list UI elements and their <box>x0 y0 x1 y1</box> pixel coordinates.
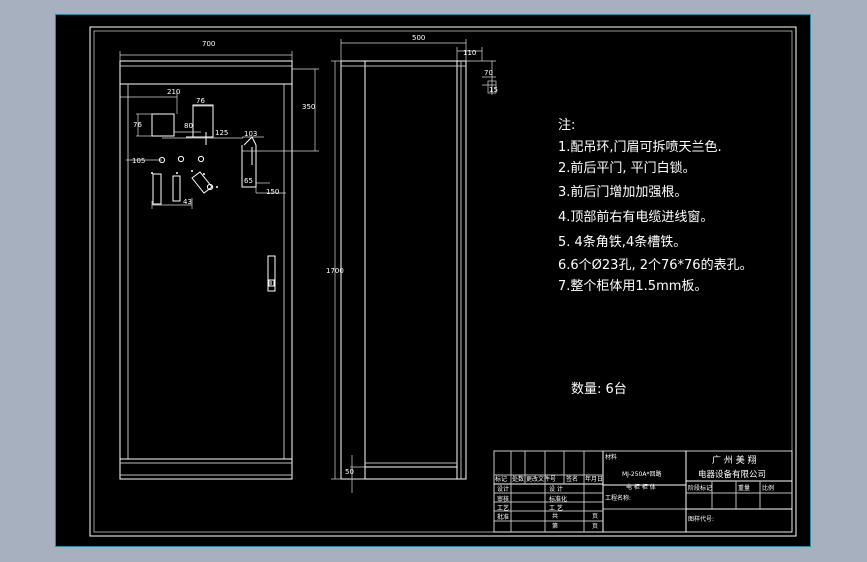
dim-bracket-width: 103 <box>244 130 257 138</box>
title-block: 材料 MJ-250A*回路 电 柜 柜 体 广 州 美 翔 电器设备有限公司 标… <box>493 450 793 533</box>
tb-col-right-0: 阶段标记 <box>688 484 712 492</box>
tb-role2-0: 设 计 <box>549 485 563 493</box>
dim-side-depth: 500 <box>412 34 425 42</box>
tb-product-code: MJ-250A*回路 <box>622 470 661 478</box>
dim-hole-spacing: 80 <box>184 122 193 130</box>
tb-approval: 工程名称: <box>605 494 631 502</box>
tb-row-label-4: 年月日 <box>585 475 603 483</box>
note-4: 4.顶部前右有电缆进线窗。 <box>558 209 713 225</box>
note-6: 6.6个Ø23孔, 2个76*76的表孔。 <box>558 257 753 273</box>
tb-pages-d: 页 <box>592 523 598 530</box>
note-7: 7.整个柜体用1.5mm板。 <box>558 279 707 294</box>
tb-role-1: 审核 <box>497 495 509 503</box>
dim-base-spacing: 43 <box>183 198 192 206</box>
notes-heading: 注: <box>558 118 575 133</box>
tb-material-label: 材料 <box>605 453 617 461</box>
note-2: 2.前后平门, 平门白锁。 <box>558 160 696 176</box>
front-view: 700 210 76 76 80 125 103 105 350 65 150 … <box>119 40 319 480</box>
tb-role-3: 批准 <box>497 513 509 521</box>
tb-role2-1: 标准化 <box>549 495 567 503</box>
tb-role-0: 设计 <box>497 485 509 493</box>
dim-side-inset: 110 <box>463 49 476 57</box>
tb-role-2: 工艺 <box>497 504 509 512</box>
notes-block: 注: 1.配吊环,门眉可拆喷天兰色. 2.前后平门, 平门白锁。 3.前后门增加… <box>558 118 753 397</box>
tb-col-right-1: 重量 <box>738 484 750 492</box>
door-lock <box>267 255 276 292</box>
tb-pages-a: 共 <box>552 512 558 520</box>
side-outline <box>340 60 467 480</box>
dim-meter-hole-side: 76 <box>133 121 142 129</box>
tb-role2-2: 工 艺 <box>549 504 563 512</box>
note-3: 3.前后门增加加强根。 <box>558 184 687 200</box>
dim-meter-hole: 76 <box>196 97 205 105</box>
inner-frame <box>93 30 793 533</box>
tb-pages-b: 页 <box>592 513 598 520</box>
tb-company-line2: 电器设备有限公司 <box>698 469 766 480</box>
cad-viewport[interactable]: 700 210 76 76 80 125 103 105 350 65 150 … <box>55 14 811 547</box>
meter-hole-left <box>151 113 175 137</box>
note-5: 5. 4条角铁,4条槽铁。 <box>558 234 686 250</box>
dim-bracket-offset: 150 <box>266 188 279 196</box>
tb-pages-c: 第 <box>552 522 558 530</box>
dim-hole-left: 105 <box>132 157 145 165</box>
front-outline <box>119 60 293 480</box>
tb-row-label-2: 更改文件号 <box>526 475 556 483</box>
tb-drawing-no: 图样代号: <box>688 515 714 523</box>
outer-frame <box>89 26 797 537</box>
note-1: 1.配吊环,门眉可拆喷天兰色. <box>558 139 722 155</box>
dim-hole-depth: 350 <box>302 103 315 111</box>
tb-company-line1: 广 州 美 翔 <box>712 454 757 466</box>
tb-product-name: 电 柜 柜 体 <box>626 483 656 491</box>
dim-top-offset: 210 <box>167 88 180 96</box>
dim-base-height: 50 <box>345 468 354 476</box>
tb-row-label-1: 处数 <box>512 475 524 483</box>
dim-bracket-height: 65 <box>244 177 253 185</box>
dim-hole-group: 125 <box>215 129 228 137</box>
dim-side-top-b: 15 <box>489 86 498 94</box>
tb-row-label-3: 签名 <box>566 475 578 483</box>
tb-col-right-2: 比例 <box>762 484 774 492</box>
cad-drawing: 700 210 76 76 80 125 103 105 350 65 150 … <box>89 26 797 537</box>
quantity-note: 数量: 6台 <box>571 382 627 397</box>
side-view: 500 110 70 15 1700 50 <box>326 34 498 493</box>
dim-cabinet-height: 1700 <box>326 267 344 275</box>
dim-front-width: 700 <box>202 40 215 48</box>
dim-side-top-a: 70 <box>484 69 493 77</box>
tb-row-label-0: 标记 <box>495 475 507 483</box>
